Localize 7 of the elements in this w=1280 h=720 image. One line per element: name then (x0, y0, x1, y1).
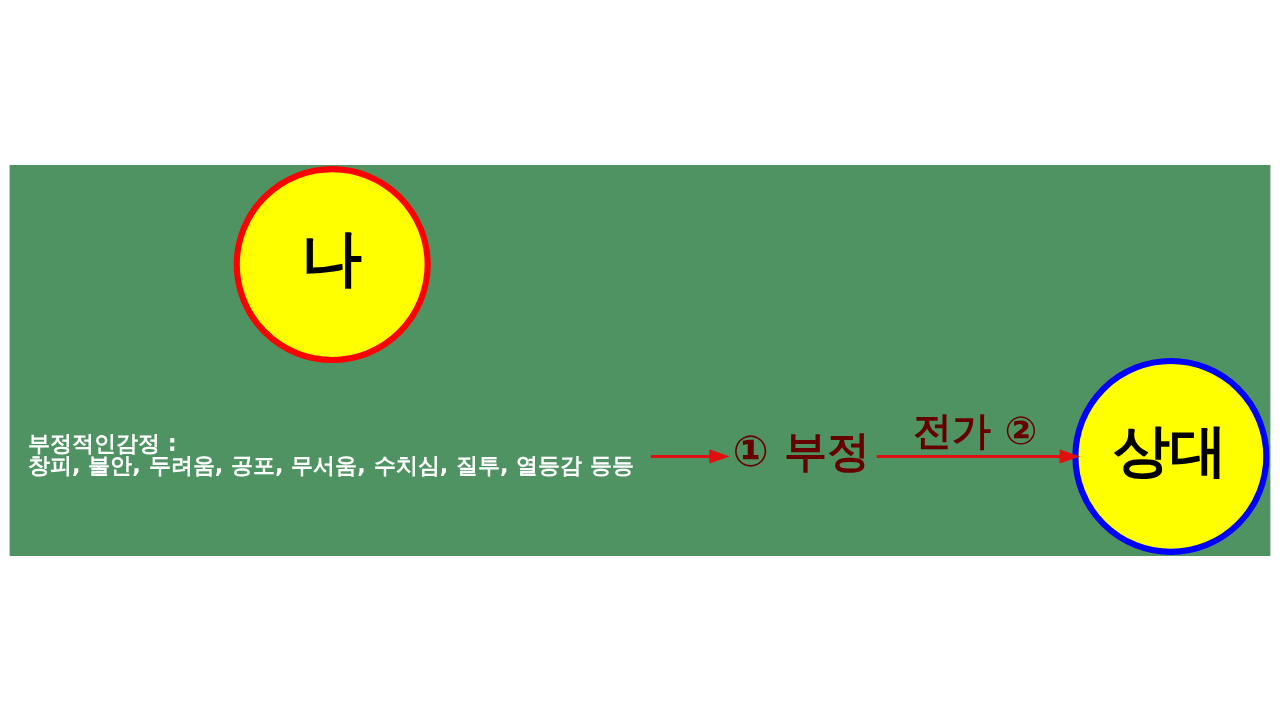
node-text: ① 부정 (732, 425, 870, 476)
arrow (876, 448, 1080, 464)
node-text: 부정적인감정 : 창피, 불안, 두려움, 공포, 무서움, 수치심, 질투, 열등감 등등 (27, 429, 635, 478)
node-circle: 나 (233, 165, 431, 363)
arrow (650, 448, 730, 464)
edge-label: 전가 ② (913, 407, 1038, 453)
node-circle: 상대 (1072, 357, 1270, 555)
